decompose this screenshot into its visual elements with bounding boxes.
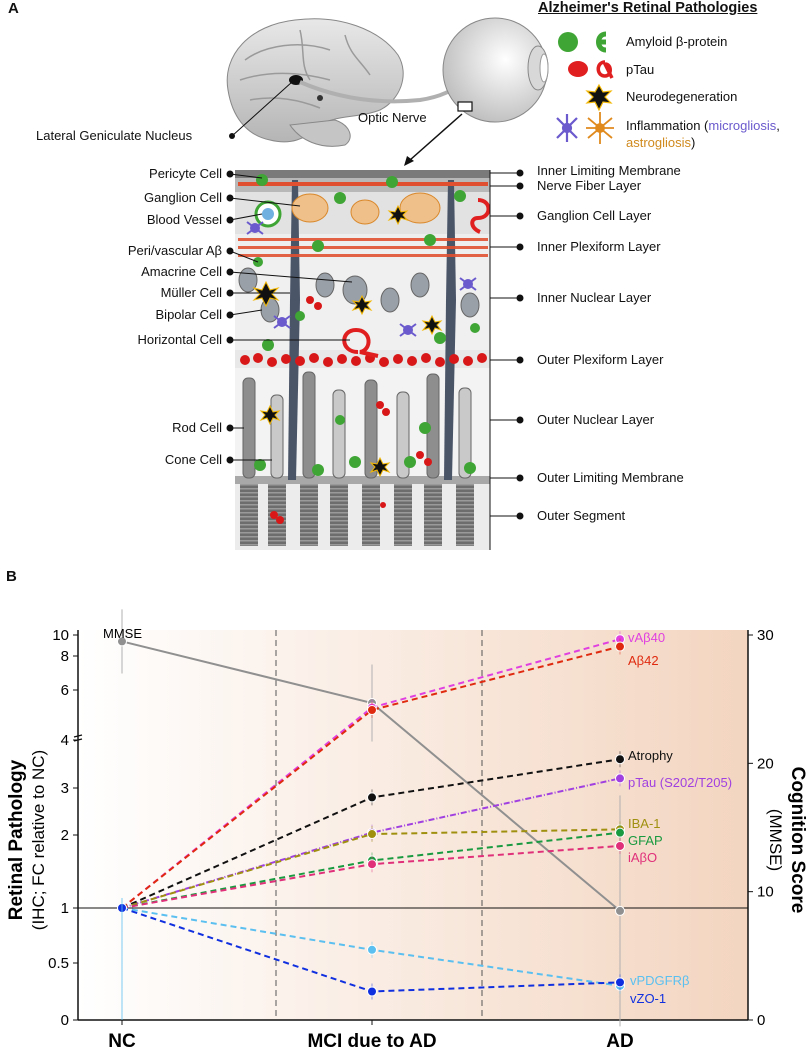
legend-astro-label: astrogliosis) bbox=[626, 135, 695, 150]
series-label: pTau (S202/T205) bbox=[628, 775, 732, 790]
stage-name: AD bbox=[606, 1031, 633, 1050]
chart-background-lower bbox=[78, 910, 748, 1020]
right-tick-label: 30 bbox=[757, 627, 774, 644]
series-label: IBA-1 bbox=[628, 816, 661, 831]
panel-a-letter: A bbox=[8, 0, 19, 17]
left-connectors bbox=[226, 170, 353, 464]
legend-neuro-label: Neurodegeneration bbox=[626, 89, 738, 104]
left-tick-label: 8 bbox=[61, 648, 69, 665]
panel-a-illustration bbox=[226, 17, 614, 550]
layer-label: Inner Nuclear Layer bbox=[537, 290, 652, 305]
lgn-label: Lateral Geniculate Nucleus bbox=[36, 128, 193, 143]
left-tick-label: 0.5 bbox=[48, 955, 69, 972]
stage-name: NC bbox=[108, 1031, 136, 1050]
astrogliosis-text: astrogliosis bbox=[626, 135, 692, 150]
eye-illustration bbox=[404, 17, 549, 166]
layer-label: Outer Nuclear Layer bbox=[537, 412, 655, 427]
cell-label: Ganglion Cell bbox=[143, 190, 222, 205]
optic-nerve-label: Optic Nerve bbox=[358, 110, 427, 125]
axis-break bbox=[73, 734, 83, 738]
left-tick-label: 3 bbox=[61, 780, 69, 797]
left-axis-subtitle: (IHC; FC relative to NC) bbox=[29, 750, 48, 930]
inflam-close: ) bbox=[691, 135, 696, 150]
mmse-point bbox=[117, 636, 127, 647]
layer-label: Outer Segment bbox=[537, 508, 626, 523]
series-point bbox=[367, 944, 377, 955]
series-label: GFAP bbox=[628, 833, 663, 848]
series-point bbox=[367, 986, 377, 997]
mmse-label: MMSE bbox=[103, 626, 142, 641]
series-label: vPDGFRβ bbox=[630, 973, 689, 988]
series-label: iAβO bbox=[628, 850, 657, 865]
left-tick-label: 0 bbox=[61, 1012, 69, 1029]
brain-illustration bbox=[226, 18, 467, 147]
series-point bbox=[367, 829, 377, 840]
right-axis-title: Cognition Score bbox=[787, 767, 808, 914]
legend-ptau-label: pTau bbox=[626, 62, 655, 77]
inflam-comma: , bbox=[776, 118, 780, 133]
series-point bbox=[367, 705, 377, 715]
series-point bbox=[615, 977, 625, 988]
series-point bbox=[615, 773, 625, 784]
panel-b-letter: B bbox=[6, 568, 17, 585]
layer-label: Ganglion Cell Layer bbox=[537, 208, 652, 223]
retina-cross-section bbox=[235, 170, 491, 550]
right-axis-subtitle: (MMSE) bbox=[766, 809, 785, 871]
legend-title: Alzheimer's Retinal Pathologies bbox=[538, 0, 758, 16]
legend-icons bbox=[556, 31, 614, 144]
series-point bbox=[615, 641, 625, 652]
layer-label: Outer Plexiform Layer bbox=[537, 352, 664, 367]
left-tick-label: 1 bbox=[61, 900, 69, 917]
left-tick-label: 2 bbox=[61, 827, 69, 844]
cell-label: Amacrine Cell bbox=[141, 264, 222, 279]
left-tick-label: 10 bbox=[52, 627, 69, 644]
left-tick-label: 4 bbox=[61, 732, 69, 749]
cell-label: Peri/vascular Aβ bbox=[127, 243, 222, 258]
left-axis-title: Retinal Pathology bbox=[6, 759, 27, 920]
cell-label: Cone Cell bbox=[164, 452, 222, 467]
right-tick-label: 10 bbox=[757, 884, 774, 901]
right-tick-label: 20 bbox=[757, 755, 774, 772]
cell-label: Bipolar Cell bbox=[155, 307, 222, 322]
series-label: vAβ40 bbox=[628, 630, 665, 645]
layer-label: Nerve Fiber Layer bbox=[537, 178, 642, 193]
legend-amyloid-label: Amyloid β-protein bbox=[626, 34, 728, 49]
series-point bbox=[615, 754, 625, 765]
left-tick-label: 6 bbox=[61, 682, 69, 699]
microgliosis-text: microgliosis bbox=[708, 118, 777, 133]
stage-name: MCI due to AD bbox=[307, 1031, 436, 1050]
cell-label: Rod Cell bbox=[172, 420, 222, 435]
series-label: Aβ42 bbox=[628, 653, 659, 668]
series-point bbox=[367, 792, 377, 803]
layer-label: Inner Limiting Membrane bbox=[537, 163, 681, 178]
right-tick-label: 0 bbox=[757, 1012, 765, 1029]
series-point bbox=[615, 840, 625, 851]
series-point bbox=[615, 827, 625, 838]
legend-inflammation-label: Inflammation (microgliosis, bbox=[626, 118, 780, 133]
right-connectors bbox=[490, 169, 524, 520]
series-point bbox=[367, 859, 377, 870]
mmse-point bbox=[615, 905, 625, 916]
series-label: Atrophy bbox=[628, 748, 673, 763]
layer-label: Outer Limiting Membrane bbox=[537, 470, 684, 485]
cell-label: Blood Vessel bbox=[146, 212, 222, 227]
cell-label: Pericyte Cell bbox=[149, 166, 222, 181]
series-label: vZO-1 bbox=[630, 991, 666, 1006]
cell-label: Müller Cell bbox=[160, 285, 222, 300]
inflam-prefix: Inflammation ( bbox=[626, 118, 709, 133]
cell-label: Horizontal Cell bbox=[137, 332, 222, 347]
chart-background bbox=[78, 630, 748, 910]
layer-label: Inner Plexiform Layer bbox=[537, 239, 661, 254]
